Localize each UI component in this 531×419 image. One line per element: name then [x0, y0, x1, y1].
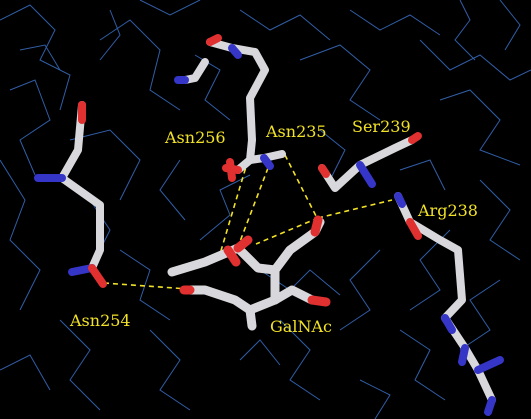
- residue-arg238-stick: [394, 192, 504, 416]
- ligand-galnac-stick: [167, 215, 331, 331]
- residue-asn254-stick: [34, 101, 107, 288]
- label-asn235: Asn235: [265, 122, 327, 141]
- hydrogen-bonds: [103, 154, 393, 290]
- hbond-asn256-b: [219, 159, 249, 255]
- hbond-asn256: [235, 167, 269, 253]
- label-asn256: Asn256: [164, 128, 226, 147]
- hbond-asn235: [284, 154, 317, 217]
- label-arg238: Arg238: [417, 201, 478, 220]
- hbond-galnac-ser: [255, 217, 319, 245]
- residue-ser239-stick: [318, 132, 422, 192]
- label-ser239: Ser239: [352, 117, 411, 136]
- hbond-arg238: [317, 199, 393, 219]
- label-galnac: GalNAc: [270, 317, 332, 336]
- residue-asn256-stick: [174, 34, 286, 182]
- label-asn254: Asn254: [69, 311, 131, 330]
